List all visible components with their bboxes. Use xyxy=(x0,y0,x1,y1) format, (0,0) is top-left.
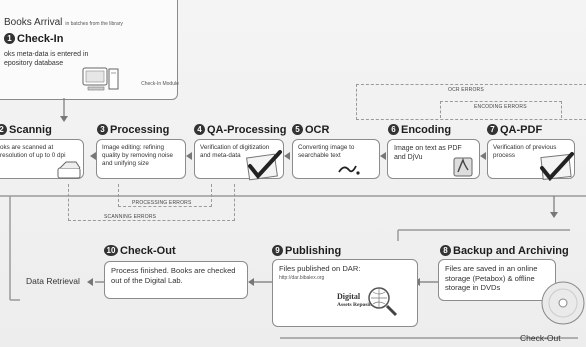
ocr-errors-label: OCR ERRORS xyxy=(448,87,484,93)
books-arrival-subtitle: in batches from the library xyxy=(65,21,123,27)
step-publishing-label: Publishing xyxy=(285,245,342,257)
step-qa-processing-text: Verification of digitization and meta-da… xyxy=(200,144,270,159)
dar-logo-line1: Digital xyxy=(337,292,361,301)
checkout-bottom-label: Check-Out xyxy=(520,333,561,343)
step-qa-processing-label: QA-Processing xyxy=(207,124,287,136)
step-number-badge: 3 xyxy=(97,124,108,135)
checkin-module-label: Check-In Module xyxy=(141,81,179,87)
dar-logo-text: Digital Assets Repository xyxy=(337,293,379,309)
data-retrieval-label: Data Retrieval xyxy=(26,276,80,286)
encoding-errors-label: ENCODING ERRORS xyxy=(474,104,527,110)
books-arrival-label: Books Arrival xyxy=(4,17,63,28)
checkin-heading-label: Check-In xyxy=(17,33,64,45)
step-ocr-card: Converting image to searchable text xyxy=(292,139,380,179)
step-scanning-text: oks are scanned at resolution of up to 0… xyxy=(0,144,66,159)
step-scanning-label: Scannig xyxy=(9,124,52,136)
checkmark-icon xyxy=(540,152,574,182)
step-qa-pdf-text: Verification of previous process xyxy=(493,144,557,159)
step-checkout-card: Process finished. Books are checked out … xyxy=(104,261,248,299)
step-processing-text: Image editing: refining quality by remov… xyxy=(102,144,174,167)
step-backup-card: Files are saved in an online storage (Pe… xyxy=(438,259,556,301)
step-backup-label: Backup and Archiving xyxy=(453,245,569,257)
step-number-badge: 6 xyxy=(388,124,399,135)
step-number-badge: 8 xyxy=(440,245,451,256)
checkmark-icon xyxy=(246,150,282,181)
dar-url: http://dar.bibalex.org xyxy=(279,274,325,281)
arabic-glyph-icon xyxy=(338,165,360,175)
step-encoding-card: Image on text as PDF and DjVu xyxy=(387,139,480,179)
step-checkout-label: Check-Out xyxy=(120,245,176,257)
step-encoding-label: Encoding xyxy=(401,124,452,136)
scanning-errors-loop xyxy=(68,184,235,221)
step-checkout-text: Process finished. Books are checked out … xyxy=(111,266,236,285)
scanner-icon xyxy=(57,161,81,179)
step-ocr-text: Converting image to searchable text xyxy=(298,144,355,159)
step-qa-pdf-label: QA-PDF xyxy=(500,124,543,136)
ocr-errors-loop xyxy=(356,84,586,120)
step-processing-label: Processing xyxy=(110,124,170,136)
magnifier-globe-icon xyxy=(368,287,398,317)
step-publishing-text: Files published on DAR: xyxy=(279,264,361,273)
step-number-badge: 1 xyxy=(4,33,15,44)
dar-logo-line2: Assets Repository xyxy=(337,302,379,308)
step-ocr-label: OCR xyxy=(305,124,330,136)
step-number-badge: 10 xyxy=(104,245,118,256)
scanning-errors-label: SCANNING ERRORS xyxy=(104,214,157,220)
step-publishing-card: Files published on DAR: http://dar.bibal… xyxy=(272,259,418,327)
encoding-errors-loop xyxy=(440,101,562,118)
checkin-description: oks meta-data is entered in epository da… xyxy=(4,51,89,67)
pdf-icon xyxy=(453,157,473,177)
computer-icon xyxy=(82,67,119,91)
step-number-badge: 9 xyxy=(272,245,283,256)
step-encoding-text: Image on text as PDF and DjVu xyxy=(394,145,462,161)
step-processing-card: Image editing: refining quality by remov… xyxy=(96,139,186,179)
step-number-badge: 7 xyxy=(487,124,498,135)
step-number-badge: 4 xyxy=(194,124,205,135)
step-number-badge: 5 xyxy=(292,124,303,135)
processing-errors-label: PROCESSING ERRORS xyxy=(132,200,192,206)
step-backup-text: Files are saved in an online storage (Pe… xyxy=(445,264,538,292)
processing-errors-loop xyxy=(118,184,212,207)
step-number-badge: 2 xyxy=(0,124,7,135)
dvd-icon xyxy=(541,281,585,325)
